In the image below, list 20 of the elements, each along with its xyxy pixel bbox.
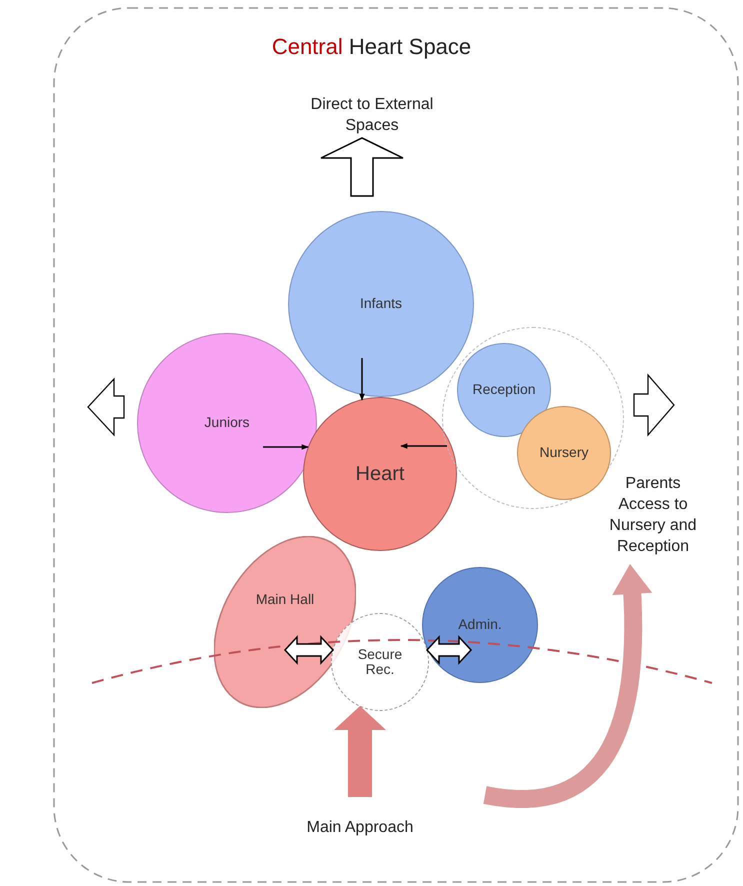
arrow	[483, 564, 652, 808]
room-name: Juniors	[204, 415, 250, 431]
room-name: Main Hall	[256, 592, 314, 608]
room-name: Heart	[356, 463, 404, 485]
room-name: Infants	[360, 296, 402, 312]
annotation-text: Parents Access to Nursery and Reception	[598, 472, 708, 560]
room-name: Secure Rec.	[356, 646, 404, 678]
arrow	[400, 443, 447, 449]
arrow	[426, 635, 472, 665]
title: Central Heart Space	[270, 34, 472, 60]
arrow	[359, 358, 365, 401]
arrow	[320, 137, 404, 197]
arrow	[334, 706, 386, 797]
arrow	[284, 635, 334, 665]
arrow	[263, 444, 309, 450]
annotation-text: Main Approach	[270, 815, 450, 841]
room-name: Admin.	[458, 617, 502, 633]
annotation-text: Direct to External Spaces	[307, 94, 437, 138]
room-name: Reception	[472, 382, 536, 398]
room-name: Nursery	[539, 445, 588, 461]
